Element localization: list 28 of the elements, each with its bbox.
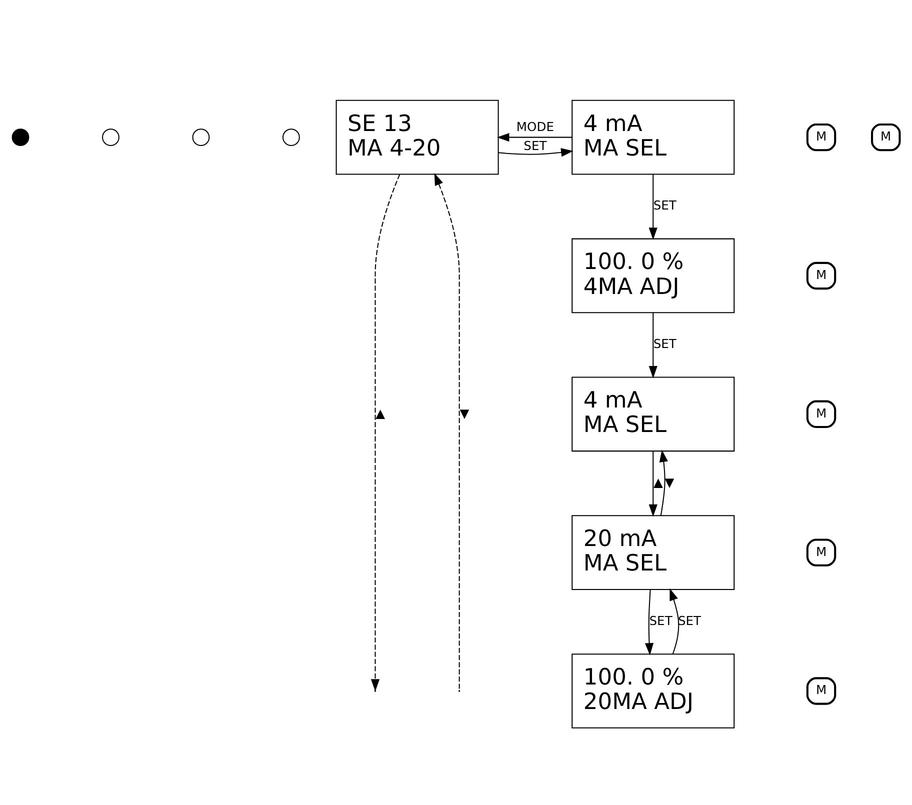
node-circle [12, 128, 30, 146]
arrow [648, 451, 658, 517]
node-box: SE 13 MA 4-20 [336, 100, 499, 175]
node-box: 20 mA MA SEL [572, 515, 735, 590]
node-circle [102, 128, 120, 146]
edge-label: ▲ [376, 406, 386, 420]
edge-label: SET [524, 139, 547, 154]
edge-label: SET [649, 614, 672, 628]
node-circle [282, 128, 300, 146]
arrow [434, 173, 460, 690]
arrow [659, 450, 668, 516]
node-box: 4 mA MA SEL [572, 100, 735, 175]
node-box: 4 mA MA SEL [572, 376, 735, 452]
edge-label: ▼ [664, 476, 674, 490]
node-box: 100. 0 % 20MA ADJ [572, 654, 735, 728]
arrow [644, 590, 654, 656]
arrow [648, 174, 658, 240]
edge-label: ▼ [460, 406, 470, 420]
arrow [496, 133, 572, 142]
node-box: 100. 0 % 4MA ADJ [572, 238, 735, 314]
edge-label: ▲ [654, 476, 663, 490]
edge-label: SET [653, 198, 676, 213]
edge-label: SET [653, 337, 676, 352]
arrow [498, 148, 574, 157]
arrow [670, 588, 680, 654]
node-circle [192, 128, 210, 146]
arrow [648, 312, 658, 378]
edge-label: MODE [516, 120, 554, 134]
